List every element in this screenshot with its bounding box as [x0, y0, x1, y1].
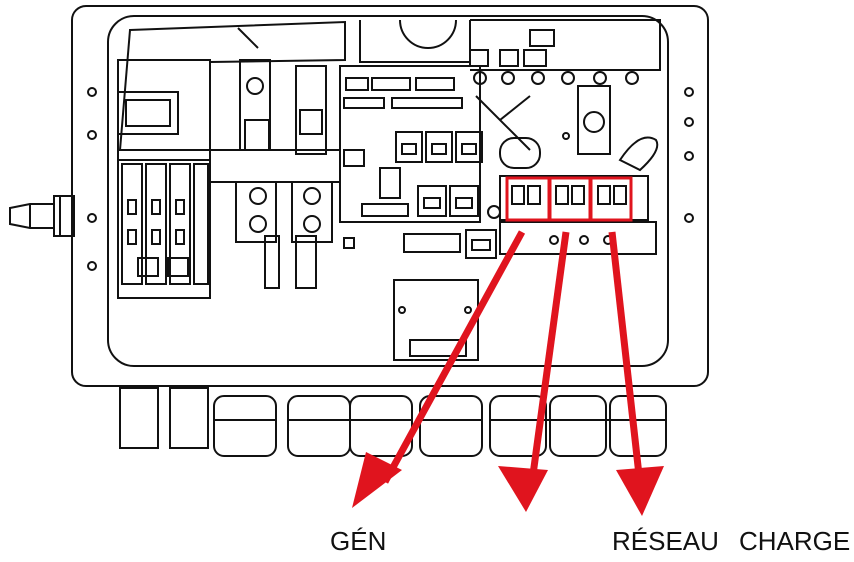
load-arrow: [608, 231, 664, 516]
load-label: CHARGE: [739, 526, 851, 556]
control-board: [339, 65, 481, 249]
display-board: [393, 279, 479, 361]
circuit-breaker-icon: [117, 59, 211, 299]
arrows: [352, 230, 664, 516]
grid-label: RÉSEAU: [612, 526, 719, 556]
inner-panel: [107, 15, 669, 367]
dc-switch-icon: [9, 195, 75, 237]
rj45-port-icon: [395, 131, 497, 259]
relay-block: [209, 27, 341, 289]
gen-label: GÉN: [330, 526, 387, 556]
gen-arrow: [352, 230, 526, 508]
terminal-highlight: [505, 176, 633, 222]
grid-arrow: [498, 231, 570, 512]
cable-gland-icon: [119, 387, 667, 457]
